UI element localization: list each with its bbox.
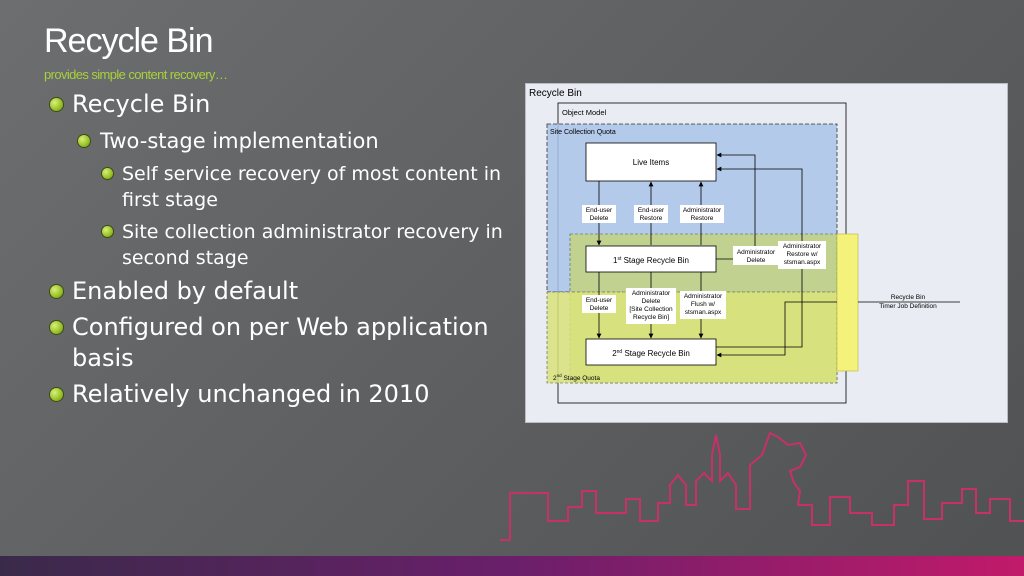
- bullet-text: Configured on per Web application basis: [72, 313, 489, 372]
- enduser-restore-label-b: Restore: [640, 215, 663, 222]
- label-bg: [582, 205, 616, 223]
- admin-flush-label-c: stsman.aspx: [685, 309, 722, 316]
- slide-title: Recycle Bin: [44, 22, 214, 60]
- label-bg: [680, 205, 724, 223]
- bullet-dot-icon: [78, 135, 90, 147]
- bullet-text: Site collection administrator recovery i…: [122, 221, 503, 269]
- label-bg: [778, 241, 826, 269]
- admin-flush-label-a: Administrator: [684, 293, 723, 300]
- arrow-timer-job: [716, 301, 837, 358]
- recycle-bin-diagram: Recycle Bin Object Model Site Collection…: [525, 83, 1008, 423]
- admin-delete-scrb-label-d: Recycle Bin]: [633, 314, 669, 321]
- site-collection-quota-label: Site Collection Quota: [550, 129, 616, 136]
- bullet-dot-icon: [50, 285, 63, 298]
- enduser-delete-1-label-b: Delete: [590, 215, 609, 222]
- object-model-label: Object Model: [562, 108, 607, 117]
- skyline-outline: [500, 431, 1024, 541]
- timer-job-bar: [836, 233, 859, 372]
- bullet-text: Two-stage implementation: [100, 129, 379, 153]
- admin-restore-stsadm-label-a: Administrator: [783, 243, 822, 250]
- second-stage-label: 2nd Stage Recycle Bin: [612, 349, 690, 358]
- bullet-site-collection-admin: Site collection administrator recovery i…: [102, 219, 510, 271]
- first-stage-box: [585, 245, 717, 273]
- enduser-delete-2-label-b: Delete: [590, 305, 609, 312]
- first-stage-label: 1st Stage Recycle Bin: [613, 256, 689, 265]
- timer-job-label-2: Timer Job Definition: [879, 303, 937, 310]
- bullet-configured: Configured on per Web application basis: [50, 312, 510, 374]
- bullet-self-service: Self service recovery of most content in…: [102, 161, 510, 213]
- diagram-title: Recycle Bin: [529, 88, 582, 99]
- bullet-enabled-default: Enabled by default: [50, 276, 510, 307]
- city-skyline-decoration: [500, 431, 1024, 541]
- bottom-bar: [0, 556, 1024, 576]
- admin-restore-stsadm-label-c: stsman.aspx: [784, 259, 821, 266]
- admin-flush-label-b: Flush w/: [691, 301, 715, 308]
- bullet-text: Recycle Bin: [72, 90, 211, 118]
- live-items-label: Live Items: [633, 158, 669, 167]
- bullet-dot-icon: [50, 321, 63, 334]
- second-stage-box: [585, 338, 717, 366]
- admin-delete-scrb-label-b: Delete: [642, 298, 661, 305]
- live-items-box: [585, 142, 717, 182]
- admin-delete-label-b: Delete: [747, 257, 766, 264]
- bullet-dot-icon: [102, 168, 113, 179]
- timer-job-label-1: Recycle Bin: [891, 294, 926, 301]
- bullet-dot-icon: [102, 226, 113, 237]
- bullet-text: Self service recovery of most content in…: [122, 163, 502, 211]
- second-stage-quota-label: 2nd Stage Quota: [553, 373, 600, 382]
- slide-subtitle: provides simple content recovery…: [44, 67, 228, 82]
- bullet-dot-icon: [50, 388, 63, 401]
- enduser-restore-label-a: End-user: [638, 207, 665, 214]
- label-bg: [626, 288, 676, 324]
- admin-delete-scrb-label-a: Administrator: [632, 290, 671, 297]
- enduser-delete-1-label-a: End-user: [586, 207, 613, 214]
- label-bg: [733, 246, 779, 265]
- label-bg: [634, 205, 668, 223]
- admin-delete-label-a: Administrator: [737, 249, 776, 256]
- bullet-text: Relatively unchanged in 2010: [72, 380, 430, 408]
- bullet-dot-icon: [50, 98, 63, 111]
- bullet-two-stage: Two-stage implementation: [78, 127, 510, 155]
- admin-restore-label-b: Restore: [691, 215, 714, 222]
- bullet-unchanged: Relatively unchanged in 2010: [50, 379, 510, 410]
- admin-delete-scrb-label-c: [Site Collection: [629, 306, 673, 313]
- label-bg: [582, 295, 616, 313]
- bullet-list: Recycle Bin Two-stage implementation Sel…: [50, 84, 510, 410]
- bullet-recycle-bin: Recycle Bin: [50, 89, 510, 120]
- bullet-text: Enabled by default: [72, 277, 299, 305]
- enduser-delete-2-label-a: End-user: [586, 297, 613, 304]
- label-bg: [680, 291, 726, 319]
- admin-restore-stsadm-label-b: Restore w/: [786, 251, 817, 258]
- admin-restore-label-a: Administrator: [683, 207, 722, 214]
